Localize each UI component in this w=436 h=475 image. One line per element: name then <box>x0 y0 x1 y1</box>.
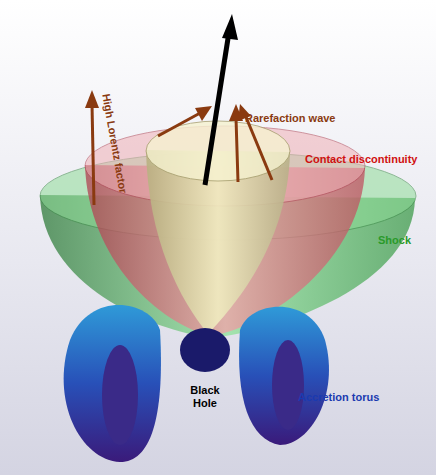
rarefaction-label: Rarefaction wave <box>245 112 335 125</box>
shock-label: Shock <box>378 234 411 247</box>
contact-label: Contact discontinuity <box>305 153 417 166</box>
black-hole-label: Black Hole <box>180 384 230 410</box>
torus-label: Accretion torus <box>298 391 379 404</box>
